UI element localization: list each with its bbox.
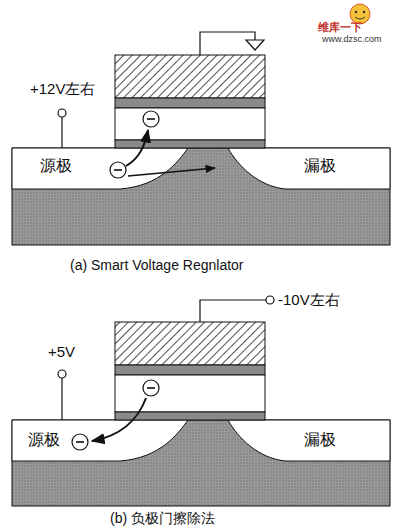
watermark-url: www.dzsc.com <box>322 34 382 44</box>
region-label: 源极 <box>40 156 72 177</box>
region-label: 漏极 <box>304 156 336 177</box>
voltage-label: -10V左右 <box>278 291 340 310</box>
drain-region: 漏极 <box>300 428 340 453</box>
figure-caption: (b) 负极门擦除法 <box>110 510 215 528</box>
device-b <box>12 296 390 506</box>
region-label: 漏极 <box>304 430 336 451</box>
watermark-text: 维库一下 <box>318 20 362 35</box>
region-label: 源极 <box>28 430 60 451</box>
device-a <box>12 32 390 245</box>
figure-caption: (a) Smart Voltage Regnlator <box>70 257 244 273</box>
drain-region: 漏极 <box>300 154 340 179</box>
source-region: 源极 <box>36 154 76 179</box>
voltage-label: +12V左右 <box>30 80 95 99</box>
source-region: 源极 <box>24 428 64 453</box>
voltage-label: +5V <box>48 343 75 360</box>
